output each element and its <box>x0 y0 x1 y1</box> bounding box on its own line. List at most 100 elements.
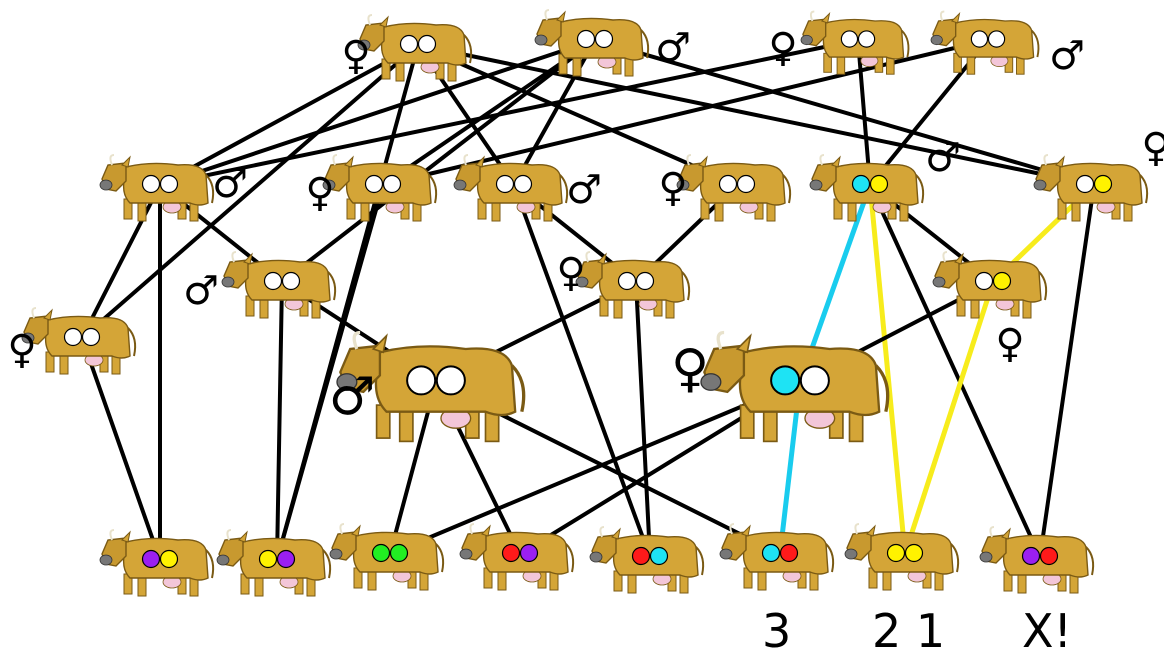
edge-g1-l1 <box>80 43 420 340</box>
allele-purple-o8-1 <box>1021 546 1041 566</box>
female-symbol-m3: ♀ <box>995 321 1024 367</box>
edge-g3-p5 <box>856 38 872 187</box>
female-symbol-g1: ♀ <box>341 33 370 79</box>
allele-white-g3-1 <box>840 30 859 48</box>
cow-o8 <box>979 526 1095 594</box>
cow-g4 <box>930 10 1040 75</box>
allele-white-g3-2 <box>857 30 876 48</box>
cow-o7 <box>844 523 960 591</box>
edge-big2-o3 <box>388 380 802 556</box>
cow-p5 <box>809 154 925 222</box>
allele-yellow-o7-1 <box>886 543 906 563</box>
edge-g2-m1 <box>280 38 597 284</box>
cow-o3 <box>329 523 445 591</box>
allele-cyan-o6-1 <box>761 543 781 563</box>
edge-g1-p6 <box>416 43 1096 187</box>
male-symbol-big1: ♂ <box>329 367 376 427</box>
allele-white-big1-2 <box>435 365 466 396</box>
allele-purple-o4-2 <box>519 543 539 563</box>
allele-white-p2-2 <box>382 174 402 194</box>
allele-yellow-m3-2 <box>992 271 1012 291</box>
allele-white-p1-1 <box>141 174 161 194</box>
edge-m1-o2 <box>275 280 284 562</box>
edge-g3-p1 <box>158 38 860 187</box>
allele-cyan-o5-2 <box>649 546 669 566</box>
cow-nodes <box>21 9 1149 597</box>
sex-symbols: ♀♂♀♂♂♀♂♀♂♀♂♀♀♀♂♀ <box>7 25 1164 427</box>
allele-white-g1-2 <box>417 34 437 54</box>
cow-o6 <box>719 523 835 591</box>
allele-white-g1-1 <box>399 34 419 54</box>
cow-big2 <box>700 330 890 443</box>
allele-yellow-p5-2 <box>869 174 889 194</box>
cow-p3 <box>453 154 569 222</box>
caption-cyan-allele-count: 3 <box>762 604 792 658</box>
allele-white-p3-1 <box>495 174 515 194</box>
allele-cyan-big2-1 <box>770 365 801 396</box>
allele-cyan-p5-1 <box>851 174 871 194</box>
cow-o1 <box>99 529 215 597</box>
cow-p2 <box>322 154 438 222</box>
allele-white-g2-2 <box>594 29 614 49</box>
edge-p2-o2 <box>275 183 385 562</box>
cow-p6 <box>1033 154 1149 222</box>
cow-l1 <box>21 307 137 375</box>
allele-white-l1-1 <box>63 327 83 347</box>
cow-g1 <box>357 14 473 82</box>
male-symbol-p3: ♂ <box>566 167 602 213</box>
edge-p5-o8 <box>868 183 1042 559</box>
cow-p1 <box>99 154 215 222</box>
male-symbol-g2: ♂ <box>655 25 691 71</box>
edge-g1-p4 <box>416 43 739 187</box>
allele-white-g4-1 <box>970 30 989 48</box>
allele-white-big1-1 <box>406 365 437 396</box>
cow-m3 <box>932 251 1048 319</box>
male-symbol-m1: ♂ <box>183 268 219 314</box>
allele-yellow-o7-2 <box>904 543 924 563</box>
allele-white-g4-2 <box>987 30 1006 48</box>
allele-green-o3-2 <box>389 543 409 563</box>
female-symbol-p2: ♀ <box>305 170 334 216</box>
allele-white-p3-2 <box>513 174 533 194</box>
cow-p4 <box>676 154 792 222</box>
female-symbol-p4: ♀ <box>658 165 687 211</box>
allele-white-p6-1 <box>1075 174 1095 194</box>
female-symbol-g3: ♀ <box>768 25 797 71</box>
allele-yellow-o1-2 <box>159 549 179 569</box>
allele-white-m2-2 <box>635 271 655 291</box>
allele-white-m3-1 <box>974 271 994 291</box>
allele-red-o5-1 <box>631 546 651 566</box>
edge-l1-o1 <box>80 336 162 562</box>
caption-incompatible: X! <box>1022 604 1072 658</box>
allele-red-o4-1 <box>501 543 521 563</box>
pedigree-edges <box>80 38 1097 562</box>
female-symbol-p6: ♀ <box>1141 125 1164 171</box>
edge-g2-p1 <box>158 38 597 187</box>
allele-white-p4-2 <box>736 174 756 194</box>
cow-g2 <box>534 9 650 77</box>
edge-p6-o8 <box>1038 183 1096 559</box>
allele-red-o6-2 <box>779 543 799 563</box>
allele-white-big2-2 <box>799 365 830 396</box>
allele-white-p1-2 <box>159 174 179 194</box>
allele-green-o3-1 <box>371 543 391 563</box>
edge-p5-o7 <box>867 182 908 557</box>
edge-m3-o7 <box>902 279 996 557</box>
allele-white-g2-1 <box>576 29 596 49</box>
cow-g3 <box>800 10 910 75</box>
cow-o4 <box>459 523 575 591</box>
allele-white-l1-2 <box>81 327 101 347</box>
cow-big1 <box>336 330 526 443</box>
edge-m2-o5 <box>634 280 652 559</box>
female-symbol-l1: ♀ <box>7 327 36 373</box>
allele-white-p4-1 <box>718 174 738 194</box>
cow-o5 <box>589 526 705 594</box>
allele-yellow-o2-1 <box>258 549 278 569</box>
male-symbol-p5: ♂ <box>925 135 961 181</box>
cow-m1 <box>221 251 337 319</box>
edge-l1-p1 <box>80 183 162 340</box>
male-symbol-g4: ♂ <box>1049 33 1085 79</box>
edge-g2-p6 <box>593 38 1096 187</box>
edge-g1-p1 <box>158 43 420 187</box>
